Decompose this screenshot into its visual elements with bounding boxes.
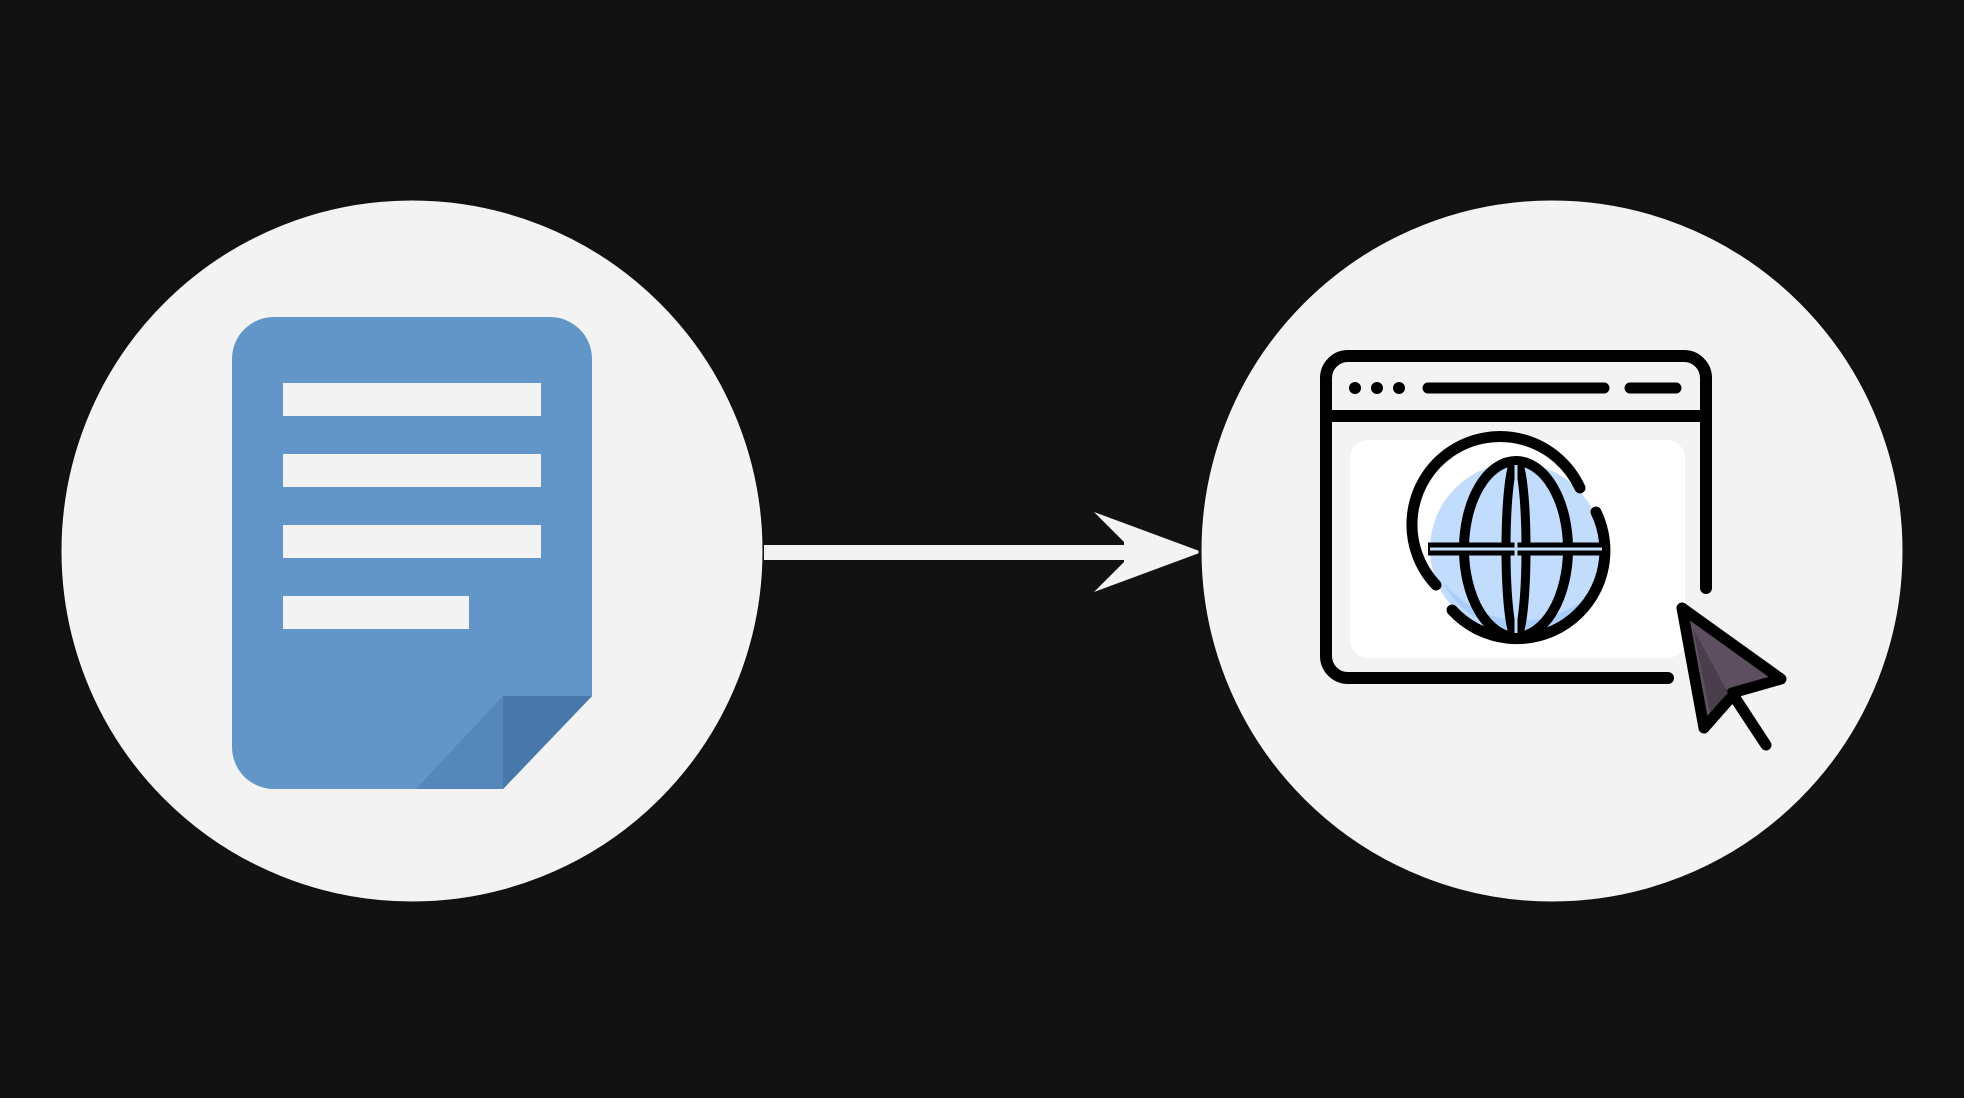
arrow-shaft (764, 545, 1128, 560)
window-control-dot-2 (1371, 382, 1383, 394)
cursor-arrow-shade (1693, 628, 1728, 712)
document-node (58, 197, 766, 905)
browser-node (1198, 197, 1906, 905)
document-line-3 (283, 525, 541, 558)
mouse-pointer-icon (1676, 602, 1787, 751)
document-fold (503, 696, 592, 789)
globe-outer-arc-top (1406, 431, 1586, 591)
document-line-2 (283, 454, 541, 487)
window-control-dot-3 (1393, 382, 1405, 394)
arrow-head (1094, 512, 1202, 592)
window-control-dot-1 (1349, 382, 1361, 394)
browser-outline (1320, 350, 1712, 684)
document-line-4 (283, 596, 469, 629)
document-line-1 (283, 383, 541, 416)
browser-window-icon (1320, 350, 1787, 751)
arrow-connector (764, 512, 1202, 592)
globe-icon (1406, 431, 1611, 645)
document-icon (232, 317, 592, 789)
globe-outer-arc-bottom (1446, 506, 1611, 645)
cursor-arrow (1676, 602, 1787, 751)
